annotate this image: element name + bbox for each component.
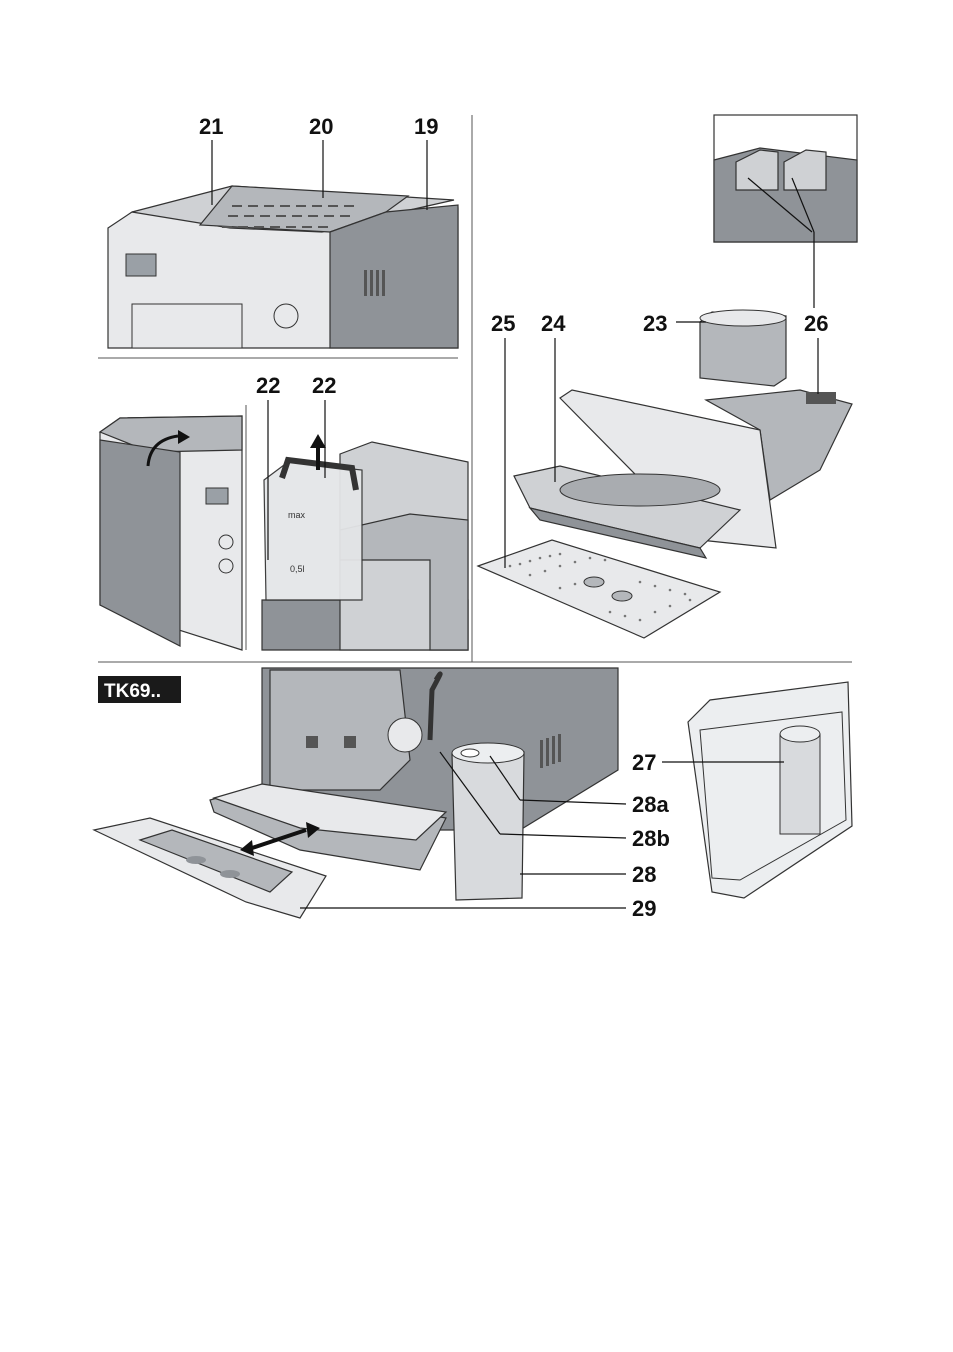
display-window-2 — [206, 488, 228, 504]
drip-tray-24 — [514, 390, 852, 558]
label-22-a: 22 — [256, 373, 280, 398]
label-26-a: 26 — [804, 311, 828, 336]
label-28b: 28b — [632, 826, 670, 851]
water-filter — [780, 734, 820, 834]
drip-plate-25 — [478, 540, 720, 638]
frother-dial — [388, 718, 422, 752]
display-window — [126, 254, 156, 276]
water-tank-illustration: max 0,5l — [262, 434, 468, 650]
machine-top-illustration — [108, 186, 458, 348]
knob-2 — [219, 535, 233, 549]
inset-detail — [714, 115, 857, 242]
label-23: 23 — [643, 311, 667, 336]
label-24: 24 — [541, 311, 566, 336]
label-25: 25 — [491, 311, 515, 336]
open-lid-illustration — [100, 416, 242, 650]
scale-min: 0,5l — [290, 564, 305, 574]
dispenser-cover — [132, 304, 242, 348]
spout-left — [306, 736, 318, 748]
label-28: 28 — [632, 862, 656, 887]
model-badge-text: TK69.. — [104, 681, 161, 702]
grounds-container-23 — [700, 310, 786, 386]
spout-right — [344, 736, 356, 748]
water-tank — [264, 462, 362, 600]
label-22-b: 22 — [312, 373, 336, 398]
label-19: 19 — [414, 114, 438, 139]
label-29: 29 — [632, 896, 656, 921]
model-badge: TK69.. — [98, 676, 181, 703]
label-20: 20 — [309, 114, 333, 139]
water-tank-27 — [688, 682, 852, 898]
rotary-knob — [274, 304, 298, 328]
label-27: 27 — [632, 750, 656, 775]
scale-max: max — [288, 510, 306, 520]
tray-valves — [806, 392, 836, 404]
knob-3 — [219, 559, 233, 573]
label-28a: 28a — [632, 792, 669, 817]
milk-container-28 — [452, 743, 524, 900]
label-21: 21 — [199, 114, 223, 139]
